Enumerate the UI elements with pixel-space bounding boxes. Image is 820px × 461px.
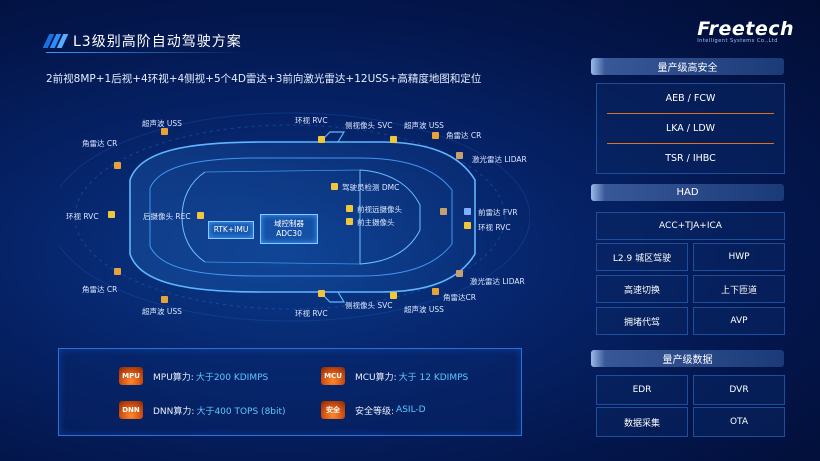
- had-feature: 拥堵代驾: [596, 307, 688, 335]
- dmc-camera-icon: [331, 183, 338, 190]
- adas-divider: [607, 113, 774, 114]
- label-rvc-right: 环视 RVC: [478, 223, 511, 232]
- rvc-sensor-icon: [108, 211, 115, 218]
- had-feature: 高速切换: [596, 275, 688, 303]
- corner-radar-icon: [114, 162, 121, 169]
- label-corner-top-right: 角雷达 CR: [446, 131, 482, 140]
- data-feature: EDR: [596, 375, 688, 405]
- spec-mcu: MCU MCU算力: 大于 12 KDIMPS: [321, 367, 468, 385]
- corner-radar-icon: [456, 152, 463, 159]
- spec-dnn: DNN DNN算力: 大于400 TOPS (8bit): [119, 401, 286, 419]
- label-dmc: 驾驶员检测 DMC: [342, 183, 400, 192]
- label-uss-top-left: 超声波 USS: [142, 119, 182, 128]
- section-header-had: HAD: [591, 184, 784, 201]
- lidar-icon: [456, 270, 463, 277]
- uss-sensor-icon: [161, 296, 168, 303]
- logo-tagline: Intelligent Systems Co.,Ltd: [697, 38, 778, 44]
- adas-divider: [607, 143, 774, 144]
- label-rec: 后摄像头 REC: [143, 212, 191, 221]
- company-logo: Freetech Intelligent Systems Co.,Ltd: [697, 18, 794, 44]
- page-title: L3级别高阶自动驾驶方案: [73, 34, 242, 50]
- mcu-chip-icon: MCU: [321, 367, 345, 385]
- rvc-sensor-icon: [318, 290, 325, 297]
- label-rvc-top: 环视 RVC: [295, 116, 328, 125]
- section-header-safety: 量产级高安全: [591, 58, 784, 75]
- spec-mpu-label: MPU算力:: [153, 372, 194, 383]
- uss-sensor-icon: [432, 132, 439, 139]
- page-subtitle: 2前视8MP+1后视+4环视+4侧视+5个4D雷达+3前向激光雷达+12USS+…: [46, 73, 482, 85]
- car-outline-icon: [60, 112, 530, 322]
- label-corner-bottom-left: 角雷达 CR: [82, 285, 118, 294]
- spec-mcu-value: 大于 12 KDIMPS: [398, 372, 469, 383]
- domain-controller-module: 域控制器 ADC30: [260, 214, 318, 244]
- label-lidar-bottom: 激光雷达 LIDAR: [470, 277, 525, 286]
- rec-camera-icon: [197, 212, 204, 219]
- adas-feature-list: AEB / FCW LKA / LDW TSR / IHBC: [596, 83, 785, 174]
- rvc-sensor-icon: [464, 222, 471, 229]
- corner-radar-icon: [432, 288, 439, 295]
- label-rvc-left: 环视 RVC: [66, 212, 99, 221]
- logo-wordmark: Freetech: [697, 18, 794, 40]
- spec-dnn-label: DNN算力:: [153, 406, 195, 417]
- dnn-chip-icon: DNN: [119, 401, 143, 419]
- had-feature-wide: ACC+TJA+ICA: [596, 212, 785, 240]
- title-underline: [46, 52, 246, 53]
- mpu-chip-icon: MPU: [119, 367, 143, 385]
- spec-dnn-value: 大于400 TOPS (8bit): [196, 406, 286, 417]
- spec-mpu-value: 大于200 KDIMPS: [195, 372, 269, 383]
- data-feature: DVR: [693, 375, 785, 405]
- rvc-sensor-icon: [318, 136, 325, 143]
- label-svc-top: 侧视像头 SVC: [345, 121, 393, 130]
- compute-spec-panel: MPU MPU算力: 大于200 KDIMPS MCU MCU算力: 大于 12…: [58, 348, 522, 436]
- safety-shield-icon: 安全: [321, 401, 345, 419]
- section-header-data: 量产级数据: [591, 350, 784, 367]
- uss-sensor-icon: [161, 128, 168, 135]
- rtk-imu-module: RTK+IMU: [208, 221, 254, 239]
- had-feature: AVP: [693, 307, 785, 335]
- label-main-camera: 前主摄像头: [357, 218, 395, 227]
- label-uss-bottom-right: 超声波 USS: [404, 305, 444, 314]
- data-feature: OTA: [693, 407, 785, 437]
- label-uss-top-right: 超声波 USS: [404, 121, 444, 130]
- spec-mpu: MPU MPU算力: 大于200 KDIMPS: [119, 367, 268, 385]
- controller-label: 域控制器: [274, 219, 304, 228]
- far-camera-icon: [346, 205, 353, 212]
- spec-mcu-label: MCU算力:: [355, 372, 397, 383]
- controller-model: ADC30: [276, 229, 302, 238]
- label-fvr: 前雷达 FVR: [478, 208, 518, 217]
- had-feature: 上下匝道: [693, 275, 785, 303]
- adas-item: LKA / LDW: [665, 123, 716, 134]
- label-corner-top-left: 角雷达 CR: [82, 139, 118, 148]
- label-rvc-bottom: 环视 RVC: [295, 309, 328, 318]
- had-feature: L2.9 城区驾驶: [596, 243, 688, 271]
- svc-sensor-icon: [390, 136, 397, 143]
- spec-safety: 安全 安全等级: ASIL-D: [321, 401, 426, 419]
- page-title-bar: L3级别高阶自动驾驶方案: [42, 31, 242, 51]
- label-lidar-top: 激光雷达 LIDAR: [472, 155, 527, 164]
- front-radar-icon: [464, 208, 471, 215]
- rtk-imu-label: RTK+IMU: [213, 225, 249, 234]
- car-sensor-diagram: 超声波 USS 环视 RVC 侧视像头 SVC 超声波 USS 角雷达 CR 角…: [60, 110, 530, 325]
- spec-safety-value: ASIL-D: [396, 405, 426, 415]
- label-corner-bottom-right: 角雷达CR: [443, 293, 476, 302]
- label-svc-bottom: 侧视像头 SVC: [345, 301, 393, 310]
- label-far-camera: 前视远摄像头: [357, 205, 402, 214]
- label-uss-bottom-left: 超声波 USS: [142, 307, 182, 316]
- data-feature: 数据采集: [596, 407, 688, 437]
- adas-item: AEB / FCW: [665, 93, 716, 104]
- main-camera-icon: [346, 218, 353, 225]
- svc-sensor-icon: [390, 292, 397, 299]
- had-feature: HWP: [693, 243, 785, 271]
- title-slashes-icon: [42, 34, 69, 48]
- corner-radar-icon: [114, 268, 121, 275]
- lidar-icon: [440, 208, 447, 215]
- adas-item: TSR / IHBC: [665, 153, 716, 164]
- spec-safety-label: 安全等级:: [355, 406, 395, 417]
